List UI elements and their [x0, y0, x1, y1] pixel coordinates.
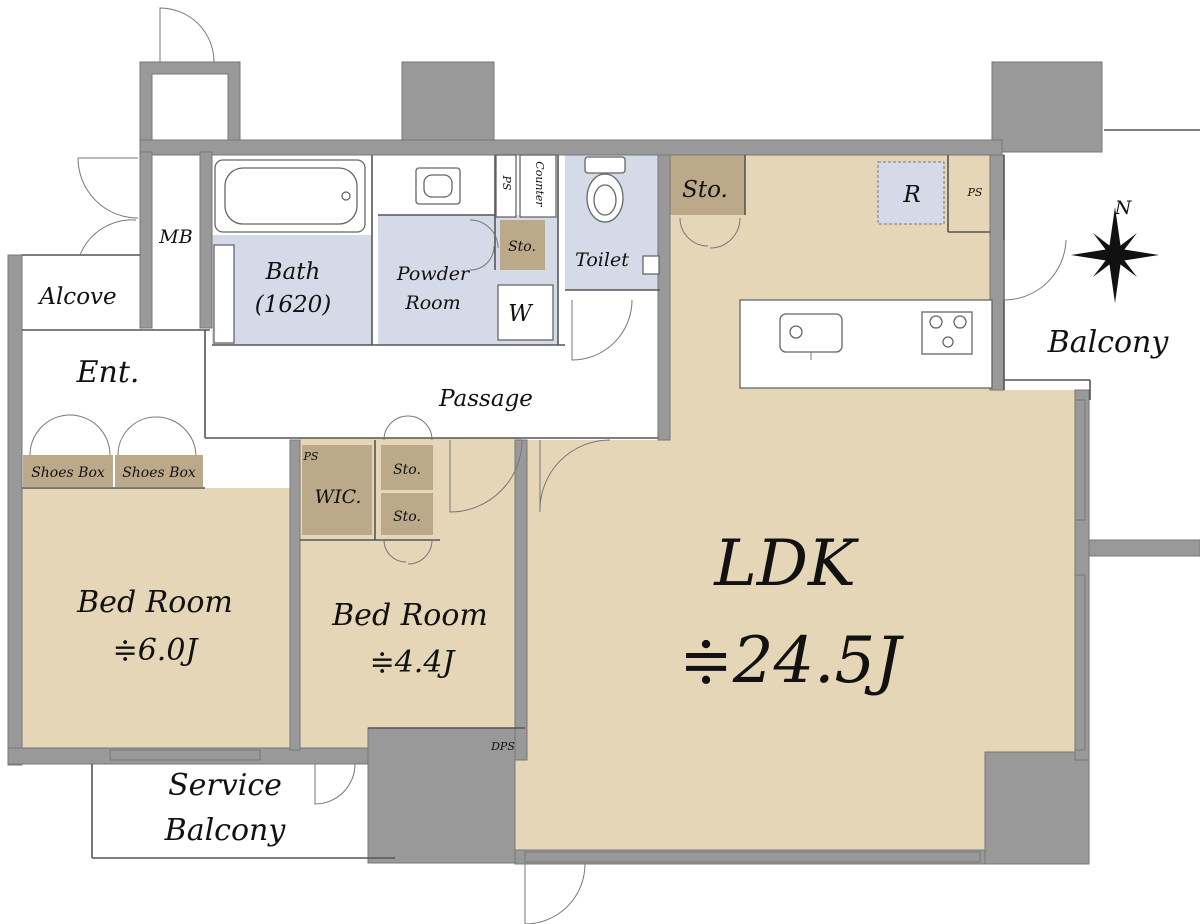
bath-size: (1620): [255, 292, 331, 318]
ps-bath-label: PS: [500, 175, 513, 191]
bath-label: Bath: [265, 259, 321, 285]
sto-wic-2-fill: [381, 493, 433, 535]
washer-label: W: [508, 301, 534, 327]
counter-box: [519, 154, 557, 218]
wall-mb-left: [139, 151, 153, 329]
wall-ldk-left: [514, 439, 528, 761]
bedroom-1-label: Bed Room: [76, 585, 233, 620]
toilet-label: Toilet: [575, 249, 629, 271]
sto-wic-1-fill: [381, 445, 433, 490]
column-top-right: [991, 61, 1103, 153]
bedroom-1-size: ≑6.0J: [113, 633, 200, 668]
ldk-size: ≑24.5J: [679, 624, 904, 698]
column-bottom-mid: [367, 727, 516, 864]
wash-basin-icon: [415, 167, 461, 205]
bedroom-1-floor: [22, 488, 290, 748]
entrance-label: Ent.: [76, 355, 140, 390]
bath-floor: [212, 235, 372, 345]
service-balcony-label-1: Service: [168, 768, 282, 803]
sink-icon: [779, 313, 843, 360]
service-balcony-label-2: Balcony: [164, 813, 287, 848]
bath-bench: [213, 244, 235, 344]
mb-label: MB: [158, 226, 192, 248]
ldk-label: LDK: [713, 527, 859, 601]
powder-room-label-1: Powder: [396, 263, 471, 285]
ps-bath-box: [495, 154, 517, 218]
shoes-box-2-fill: [115, 455, 203, 487]
sto-kitchen-label: Sto.: [682, 177, 728, 203]
column-top-mid: [401, 61, 495, 155]
shoes-box-2-label: Shoes Box: [122, 465, 196, 481]
wall-left: [7, 254, 23, 766]
toilet-icon: [584, 156, 626, 223]
dps-label: DPS: [490, 740, 515, 753]
compass-north-label: N: [1114, 197, 1133, 219]
ps-wic-label: PS: [303, 450, 319, 463]
wall-bottom-ldk: [514, 849, 986, 865]
fridge-space: [877, 161, 945, 225]
shoes-box-1-fill: [23, 455, 113, 487]
wall-balcony-right: [1088, 539, 1200, 557]
powder-room-label-2: Room: [404, 292, 460, 314]
door-swing-icon: [29, 7, 1067, 924]
toilet-basin: [642, 255, 660, 275]
bedroom-2-size: ≑4.4J: [370, 645, 457, 680]
column-bottom-right: [984, 751, 1090, 865]
wall-mb-right: [199, 151, 213, 329]
sto-powder-label: Sto.: [508, 239, 536, 255]
bedroom-2-label: Bed Room: [331, 598, 488, 633]
ps-kitchen-label: PS: [967, 186, 983, 199]
wall-bottom-left: [7, 747, 369, 765]
wall-bedroom-mid: [289, 439, 301, 751]
stove-icon: [921, 311, 973, 355]
counter-label: Counter: [533, 161, 546, 207]
wic-label: WIC.: [315, 486, 362, 508]
wall-top: [139, 139, 1003, 156]
fridge-label: R: [902, 182, 920, 208]
shoes-box-1-label: Shoes Box: [31, 465, 105, 481]
alcove-label: Alcove: [37, 284, 116, 310]
sto-wic-1-label: Sto.: [393, 462, 421, 478]
windows: [109, 399, 1086, 863]
sto-powder-fill: [500, 220, 545, 270]
balcony-label: Balcony: [1047, 325, 1170, 360]
sto-wic-2-label: Sto.: [393, 509, 421, 525]
wall-ldk-passage: [657, 154, 671, 441]
passage-label: Passage: [438, 386, 533, 412]
compass-icon: [1071, 207, 1159, 303]
wic-fill: [302, 445, 372, 535]
bathtub-icon: [214, 159, 366, 233]
washer-space: [497, 284, 554, 341]
sto-kitchen-fill: [670, 155, 745, 215]
